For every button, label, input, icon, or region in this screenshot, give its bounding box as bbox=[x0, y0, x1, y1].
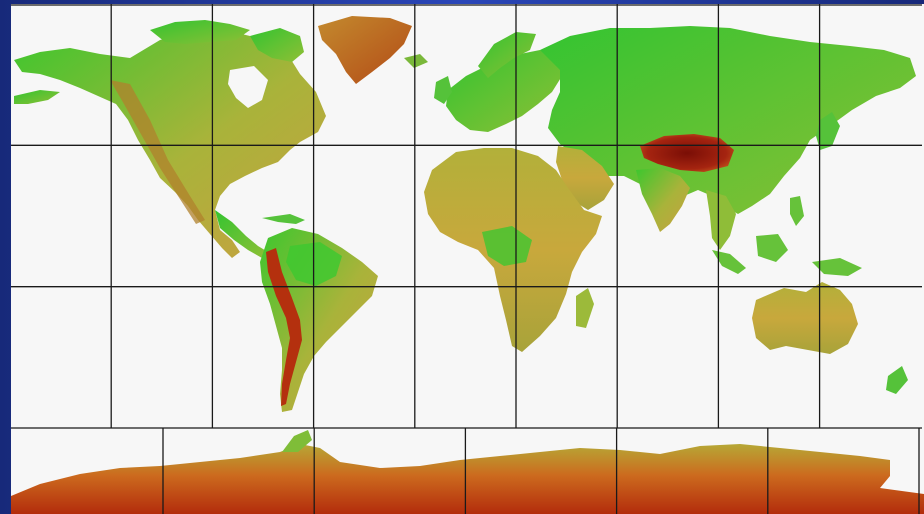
europe-landmass bbox=[446, 50, 562, 132]
iceland bbox=[404, 54, 428, 68]
rocky-mountains bbox=[110, 80, 205, 224]
baffin-island bbox=[250, 28, 304, 62]
caribbean-islands bbox=[262, 214, 305, 224]
philippines bbox=[790, 196, 804, 226]
congo-basin bbox=[482, 226, 532, 266]
madagascar bbox=[576, 288, 594, 328]
australia bbox=[752, 282, 858, 354]
new-zealand bbox=[886, 366, 908, 394]
new-guinea bbox=[812, 258, 862, 276]
tile-grid-polar bbox=[162, 428, 920, 514]
central-america bbox=[215, 210, 268, 258]
asia-landmass bbox=[540, 26, 916, 226]
sumatra bbox=[712, 250, 746, 274]
tibetan-plateau bbox=[640, 134, 734, 172]
southeast-asia bbox=[706, 190, 736, 250]
hudson-bay bbox=[228, 66, 268, 108]
andes-mountains bbox=[266, 248, 302, 406]
scandinavia bbox=[478, 32, 536, 78]
alaska-peninsula bbox=[14, 90, 60, 104]
british-isles bbox=[434, 76, 452, 104]
arctic-archipelago bbox=[150, 20, 250, 44]
antarctic-peninsula bbox=[282, 430, 312, 452]
indian-subcontinent bbox=[636, 168, 690, 232]
antarctica bbox=[11, 444, 924, 514]
borneo bbox=[756, 234, 788, 262]
greenland bbox=[318, 16, 412, 84]
japan bbox=[816, 112, 840, 150]
